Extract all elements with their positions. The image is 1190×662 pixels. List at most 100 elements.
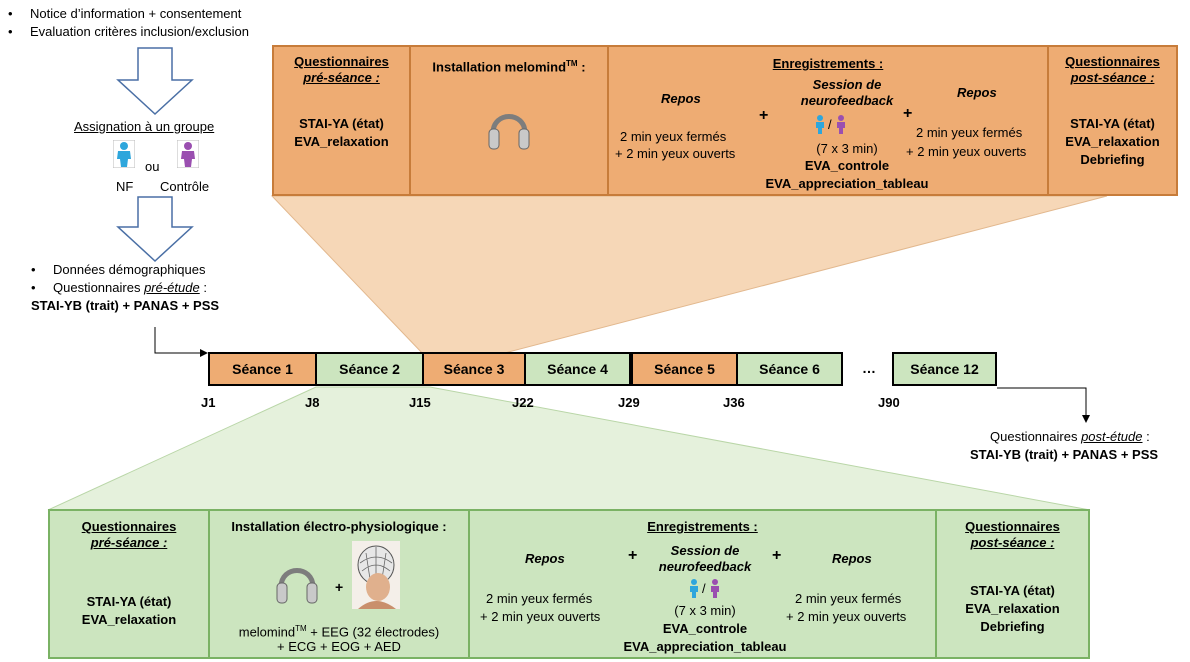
bullet-criteria: Evaluation critères inclusion/exclusion xyxy=(8,24,249,40)
post-study-arrowhead xyxy=(1082,415,1090,423)
bottom-rest-2-title: Repos xyxy=(832,551,872,566)
top-rest-1-l2: + 2 min yeux ouverts xyxy=(615,146,736,161)
top-q-post-l2: EVA_relaxation xyxy=(1065,134,1160,149)
bottom-recordings-box: Enregistrements : Repos 2 min yeux fermé… xyxy=(468,509,937,659)
headset-icon xyxy=(488,114,530,150)
bottom-session-duration: (7 x 3 min) xyxy=(674,603,736,618)
session-12[interactable]: Séance 12 xyxy=(892,352,997,386)
top-session-duration: (7 x 3 min) xyxy=(816,141,878,156)
top-ctrl-mini-icon xyxy=(837,115,845,134)
top-q-post-box: Questionnaires post-séance : STAI-YA (ét… xyxy=(1047,45,1178,196)
post-study-title: Questionnaires post-étude : xyxy=(990,429,1150,444)
nf-label: NF xyxy=(116,179,134,194)
top-recordings-box: Enregistrements : Repos 2 min yeux fermé… xyxy=(607,45,1049,196)
session-1[interactable]: Séance 1 xyxy=(208,352,317,386)
day-j15: J15 xyxy=(409,395,431,410)
top-session-l2: neurofeedback xyxy=(800,93,894,108)
bottom-q-post-l2: EVA_relaxation xyxy=(965,601,1060,616)
headset-icon xyxy=(276,568,318,604)
bottom-plus-1: + xyxy=(628,547,638,564)
bottom-q-post-l1: STAI-YA (état) xyxy=(970,583,1055,598)
pre-study-connector xyxy=(154,327,207,354)
bottom-q-post-sub: post-séance : xyxy=(970,535,1055,550)
session-5[interactable]: Séance 5 xyxy=(631,352,738,386)
day-j22: J22 xyxy=(512,395,534,410)
bottom-session-l1: Session de xyxy=(670,543,740,558)
bottom-equipment-l2: + ECG + EOG + AED xyxy=(277,639,401,654)
bottom-ctrl-mini-icon xyxy=(711,579,719,598)
bottom-q-pre-title: Questionnaires xyxy=(81,519,177,534)
top-eva-controle: EVA_controle xyxy=(804,158,890,173)
top-q-post-sub: post-séance : xyxy=(1070,70,1155,85)
bottom-recordings-title: Enregistrements : xyxy=(647,519,758,534)
or-label: ou xyxy=(145,159,160,174)
bottom-q-pre-l2: EVA_relaxation xyxy=(81,612,177,627)
top-q-pre-sub: pré-séance : xyxy=(303,70,380,85)
top-slash: / xyxy=(828,117,832,132)
top-rest-2-l1: 2 min yeux fermés xyxy=(916,125,1023,140)
day-j1: J1 xyxy=(201,395,216,410)
bottom-q-post-box: Questionnaires post-séance : STAI-YA (ét… xyxy=(935,509,1090,659)
nf-person-icon xyxy=(113,140,135,168)
bottom-q-pre-sub: pré-séance : xyxy=(90,535,168,550)
bottom-session-l2: neurofeedback xyxy=(658,559,752,574)
top-plus-1: + xyxy=(759,107,769,124)
timeline-ellipsis: … xyxy=(862,360,876,376)
bottom-install-title: Installation électro-physiologique : xyxy=(231,519,447,534)
bottom-funnel xyxy=(47,386,1091,511)
session-6[interactable]: Séance 6 xyxy=(736,352,843,386)
bottom-slash: / xyxy=(702,581,706,596)
top-nf-mini-icon xyxy=(816,115,824,134)
top-recordings-title: Enregistrements : xyxy=(772,56,884,71)
day-j29: J29 xyxy=(618,395,640,410)
post-study-connector xyxy=(997,387,1087,418)
bottom-equipment-l1: melomindTM + EEG (32 électrodes) xyxy=(238,624,440,640)
bottom-q-pre-l1: STAI-YA (état) xyxy=(86,594,172,609)
top-q-pre-l2: EVA_relaxation xyxy=(294,134,389,149)
top-funnel xyxy=(270,195,1108,356)
bottom-plus-2: + xyxy=(772,547,782,564)
eeg-cap-photo-icon xyxy=(352,541,400,609)
bottom-rest-2-l2: + 2 min yeux ouverts xyxy=(786,609,907,624)
session-3[interactable]: Séance 3 xyxy=(422,352,526,386)
bullet-consent: Notice d’information + consentement xyxy=(8,6,241,22)
top-q-post-title: Questionnaires xyxy=(1065,54,1160,69)
day-j8: J8 xyxy=(305,395,320,410)
top-q-pre-l1: STAI-YA (état) xyxy=(299,116,384,131)
bottom-q-pre-box: Questionnaires pré-séance : STAI-YA (éta… xyxy=(48,509,210,659)
top-q-pre-title: Questionnaires xyxy=(294,54,389,69)
day-j36: J36 xyxy=(723,395,745,410)
session-2[interactable]: Séance 2 xyxy=(315,352,424,386)
top-rest-1-l1: 2 min yeux fermés xyxy=(620,129,727,144)
bottom-rest-1-l2: + 2 min yeux ouverts xyxy=(480,609,601,624)
control-label: Contrôle xyxy=(160,179,210,194)
top-install-box: Installation melomindTM : xyxy=(409,45,609,196)
bullet-demographics: Données démographiques xyxy=(31,262,205,278)
post-study-questionnaires: STAI-YB (trait) + PANAS + PSS xyxy=(970,447,1159,462)
session-4[interactable]: Séance 4 xyxy=(524,352,631,386)
top-q-post-l3: Debriefing xyxy=(1080,152,1145,167)
bottom-eva-controle: EVA_controle xyxy=(662,621,748,636)
bottom-rest-2-l1: 2 min yeux fermés xyxy=(795,591,902,606)
pre-study-arrowhead xyxy=(200,349,208,357)
bottom-q-post-l3: Debriefing xyxy=(980,619,1045,634)
top-rest-2-l2: + 2 min yeux ouverts xyxy=(906,144,1027,159)
bottom-nf-mini-icon xyxy=(690,579,698,598)
bottom-q-post-title: Questionnaires xyxy=(965,519,1060,534)
pre-study-questionnaires: STAI-YB (trait) + PANAS + PSS xyxy=(31,298,220,313)
top-q-pre-box: Questionnaires pré-séance : STAI-YA (éta… xyxy=(272,45,411,196)
top-plus-2: + xyxy=(903,105,913,122)
bottom-rest-1-title: Repos xyxy=(525,551,565,566)
control-person-icon xyxy=(177,140,199,168)
top-rest-1-title: Repos xyxy=(661,91,701,106)
bottom-rest-1-l1: 2 min yeux fermés xyxy=(486,591,593,606)
bottom-eva-appreciation: EVA_appreciation_tableau xyxy=(623,639,787,654)
top-eva-appreciation: EVA_appreciation_tableau xyxy=(765,176,929,191)
day-j90: J90 xyxy=(878,395,900,410)
top-q-post-l1: STAI-YA (état) xyxy=(1070,116,1155,131)
top-install-title: Installation melomindTM : xyxy=(432,59,586,75)
group-assignment-title: Assignation à un groupe xyxy=(74,119,215,134)
bottom-install-plus: + xyxy=(335,579,344,595)
top-rest-2-title: Repos xyxy=(957,85,997,100)
